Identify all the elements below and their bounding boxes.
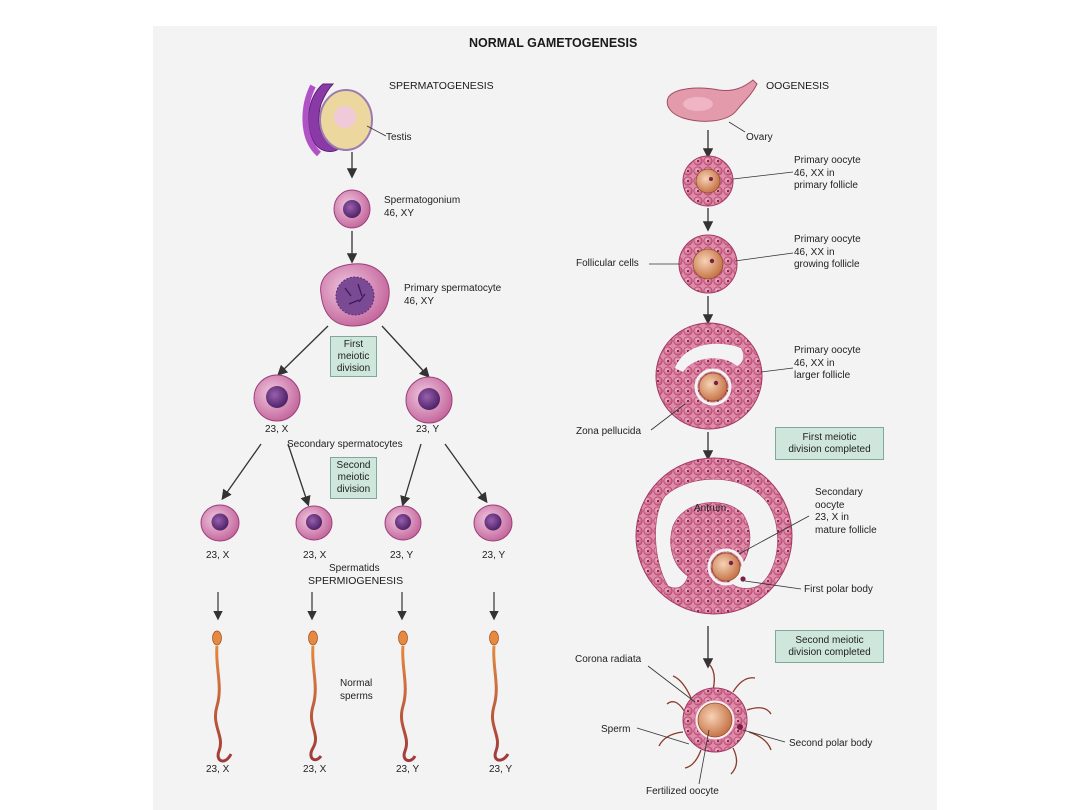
sperm-2 xyxy=(308,630,323,762)
spermatid-label-1: 23, X xyxy=(206,550,230,561)
growing-follicle-label: Primary oocyte 46, XX in growing follicl… xyxy=(794,234,861,270)
figure-title: NORMAL GAMETOGENESIS xyxy=(469,36,638,50)
sperm-4 xyxy=(489,630,510,762)
sperm-label-1: 23, X xyxy=(206,764,230,775)
sperm-label: Sperm xyxy=(601,724,631,735)
normal-sperms-label: Normal sperms xyxy=(340,678,373,702)
secondary-spermatocyte-x-label: 23, X xyxy=(265,424,289,435)
sperm-1 xyxy=(212,630,233,763)
secondary-spermatocyte-y-cell xyxy=(405,376,453,424)
first-polar-body-label: First polar body xyxy=(804,584,873,595)
oogenesis-heading: OOGENESIS xyxy=(766,80,830,92)
ovary-icon xyxy=(666,79,758,122)
testis-icon xyxy=(302,83,373,157)
spermatogonium-label: Spermatogonium 46, XY xyxy=(384,195,461,219)
primary-spermatocyte-cell xyxy=(320,263,390,327)
secondary-spermatocyte-y-label: 23, Y xyxy=(416,424,440,435)
growing-follicle xyxy=(678,234,738,294)
larger-follicle-label: Primary oocyte 46, XX in larger follicle xyxy=(794,345,861,381)
diagram-graphics xyxy=(200,79,810,785)
secondary-oocyte-label: Secondary oocyte 23, X in mature follicl… xyxy=(815,487,877,536)
primary-follicle xyxy=(682,155,734,207)
spermatogonium-cell xyxy=(333,189,371,229)
secondary-spermatocyte-x-cell xyxy=(253,374,301,422)
sperm-label-2: 23, X xyxy=(303,764,327,775)
primary-follicle-label: Primary oocyte 46, XX in primary follicl… xyxy=(794,155,861,191)
ovary-label: Ovary xyxy=(746,132,773,143)
testis-label: Testis xyxy=(386,132,412,143)
primary-spermatocyte-label: Primary spermatocyte 46, XY xyxy=(404,283,502,307)
mature-follicle xyxy=(635,457,793,615)
spermiogenesis-label: SPERMIOGENESIS xyxy=(308,575,404,587)
second-polar-body-label: Second polar body xyxy=(789,738,873,749)
spermatid-cell-2 xyxy=(295,505,333,541)
spermatids-label: Spermatids xyxy=(329,563,380,574)
fertilized-oocyte xyxy=(658,663,772,775)
second-meiotic-division-box: Second meiotic division xyxy=(330,457,377,499)
spermatid-label-2: 23, X xyxy=(303,550,327,561)
spermatid-cell-1 xyxy=(200,504,240,542)
sperm-label-4: 23, Y xyxy=(489,764,513,775)
spermatid-label-4: 23, Y xyxy=(482,550,506,561)
sperm-label-3: 23, Y xyxy=(396,764,420,775)
spermatid-cell-4 xyxy=(473,504,513,542)
spermatid-cell-3 xyxy=(384,505,422,541)
spermatogenesis-heading: SPERMATOGENESIS xyxy=(389,80,494,92)
fertilized-oocyte-label: Fertilized oocyte xyxy=(646,786,719,797)
second-meiotic-division-completed-box: Second meiotic division completed xyxy=(775,630,884,663)
first-meiotic-division-box: First meiotic division xyxy=(330,336,377,377)
figure-page: NORMAL GAMETOGENESIS SPERMATOGENESIS OOG… xyxy=(153,26,937,810)
zona-pellucida-label: Zona pellucida xyxy=(576,426,642,437)
first-meiotic-division-completed-box: First meiotic division completed xyxy=(775,427,884,460)
secondary-spermatocytes-label: Secondary spermatocytes xyxy=(287,439,403,450)
follicular-cells-label: Follicular cells xyxy=(576,258,639,269)
larger-follicle xyxy=(655,322,763,430)
spermatid-label-3: 23, Y xyxy=(390,550,414,561)
corona-radiata-label: Corona radiata xyxy=(575,654,642,665)
antrum-label: Antrum xyxy=(694,503,727,514)
sperm-3 xyxy=(398,630,417,763)
